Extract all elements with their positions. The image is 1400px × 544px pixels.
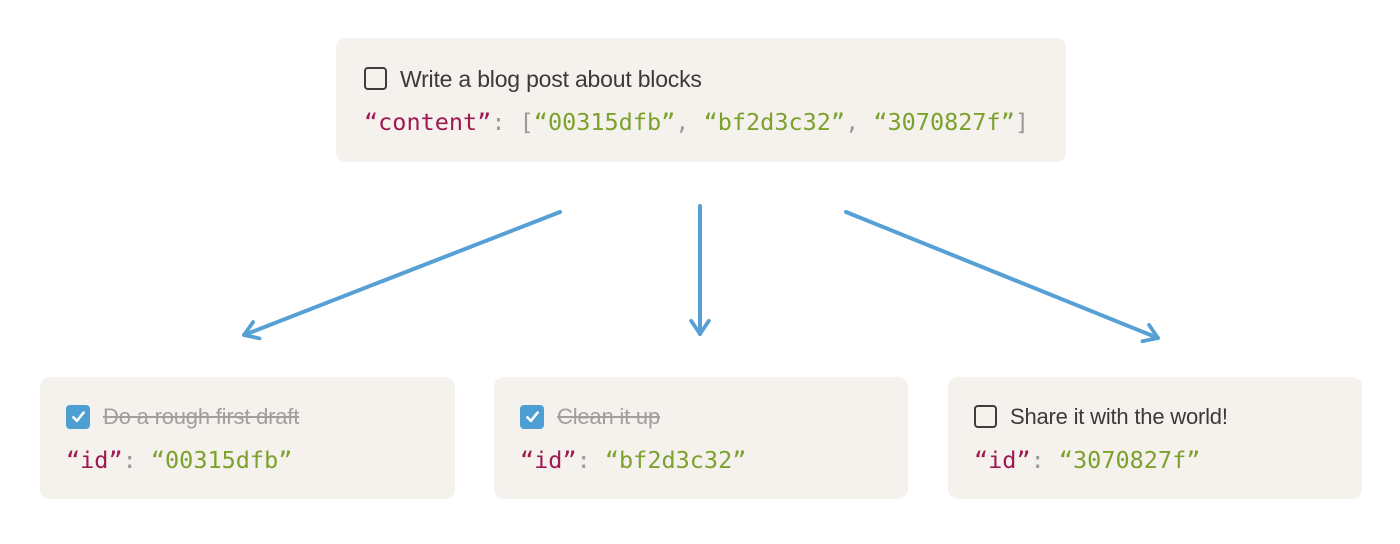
code-string: “00315dfb” [150, 445, 293, 474]
subtask-row: Clean it up [520, 402, 882, 432]
code-string: “bf2d3c32” [703, 107, 846, 136]
parent-task-checkbox[interactable] [364, 67, 387, 90]
subtask-label: Share it with the world! [1010, 403, 1228, 429]
subtask-id-code: “id”: “bf2d3c32” [520, 445, 882, 475]
parent-content-code: “content”: [“00315dfb”, “bf2d3c32”, “307… [364, 107, 1038, 137]
parent-task-label: Write a blog post about blocks [400, 65, 702, 92]
code-string: “3070827f” [873, 107, 1015, 136]
subtask-id-code: “id”: “3070827f” [974, 445, 1336, 475]
subtask-card-first-draft: Do a rough first draft “id”: “00315dfb” [40, 377, 455, 499]
code-string: “bf2d3c32” [604, 445, 747, 474]
code-punct: : [122, 445, 151, 474]
code-punct: : [576, 445, 605, 474]
subtask-checkbox[interactable] [66, 404, 90, 429]
code-punct: : [ [491, 107, 534, 136]
code-string: “3070827f” [1058, 445, 1201, 474]
code-punct: ] [1014, 107, 1029, 136]
subtask-row: Share it with the world! [974, 402, 1336, 432]
code-key: “id” [66, 445, 123, 474]
checkmark-icon [71, 411, 85, 423]
subtask-label: Clean it up [557, 403, 660, 429]
code-key: “content” [364, 107, 492, 136]
subtask-checkbox[interactable] [520, 404, 544, 429]
subtask-checkbox[interactable] [974, 405, 997, 428]
code-punct: , [675, 107, 704, 136]
code-key: “id” [974, 445, 1031, 474]
arrow-to-first-subtask [242, 210, 562, 341]
subtask-id-code: “id”: “00315dfb” [66, 445, 429, 475]
code-string: “00315dfb” [533, 107, 676, 136]
subtask-card-clean-up: Clean it up “id”: “bf2d3c32” [494, 377, 908, 499]
subtask-row: Do a rough first draft [66, 402, 429, 432]
code-punct: , [845, 107, 874, 136]
parent-task-row: Write a blog post about blocks [364, 64, 1038, 94]
subtask-card-share: Share it with the world! “id”: “3070827f… [948, 377, 1362, 499]
subtask-label: Do a rough first draft [103, 403, 300, 429]
arrow-to-third-subtask [844, 210, 1160, 344]
code-punct: : [1030, 445, 1059, 474]
code-key: “id” [520, 445, 577, 474]
checkmark-icon [525, 411, 539, 423]
parent-task-card: Write a blog post about blocks “content”… [336, 38, 1066, 162]
